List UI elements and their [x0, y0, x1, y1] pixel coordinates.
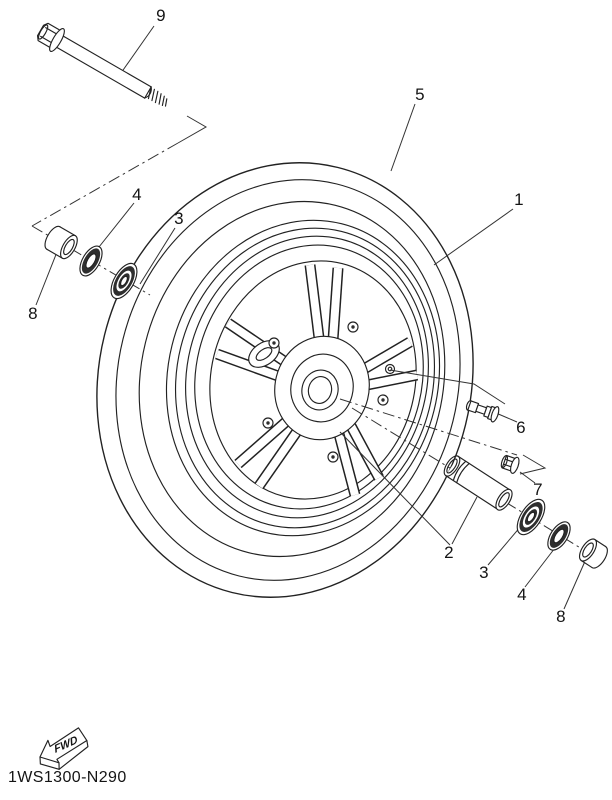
callout-ref-4: 4: [517, 585, 527, 604]
callout-ref-9: 9: [156, 6, 166, 25]
axle-bolt-part: [34, 19, 173, 115]
callout-ref-8: 8: [28, 304, 38, 323]
callout-ref-3: 3: [479, 563, 489, 582]
spacer-right-part: [576, 536, 611, 571]
callout-ref-5: 5: [415, 85, 425, 104]
front-wheel-drawing: [52, 123, 519, 638]
callout-ref-1: 1: [514, 190, 524, 209]
hub: [264, 326, 380, 450]
callout-ref-7: 7: [533, 480, 543, 499]
disc-bolt-holes: [263, 322, 388, 462]
callout-ref-4: 4: [132, 185, 142, 204]
fwd-direction-arrow: FWD: [33, 726, 93, 775]
valve-hole: [386, 365, 395, 374]
bearing-left-part: [106, 259, 142, 303]
tire-valve-part: [464, 397, 500, 423]
oil-seal-left-part: [75, 242, 106, 279]
spacer-left-part: [42, 224, 81, 262]
bearing-right-part: [512, 495, 551, 539]
part-number: 1WS1300-N290: [8, 769, 127, 786]
callout-ref-2: 2: [444, 543, 454, 562]
tire-outline: [52, 123, 519, 638]
callout-ref-3: 3: [174, 209, 184, 228]
axle-collar-part: [441, 453, 515, 513]
axle-nut-part: [499, 453, 520, 474]
oil-seal-right-part: [543, 518, 574, 554]
rim-outline: [134, 191, 473, 565]
leader-lines: [36, 26, 586, 609]
callout-ref-8: 8: [556, 607, 566, 626]
callout-ref-6: 6: [516, 418, 526, 437]
